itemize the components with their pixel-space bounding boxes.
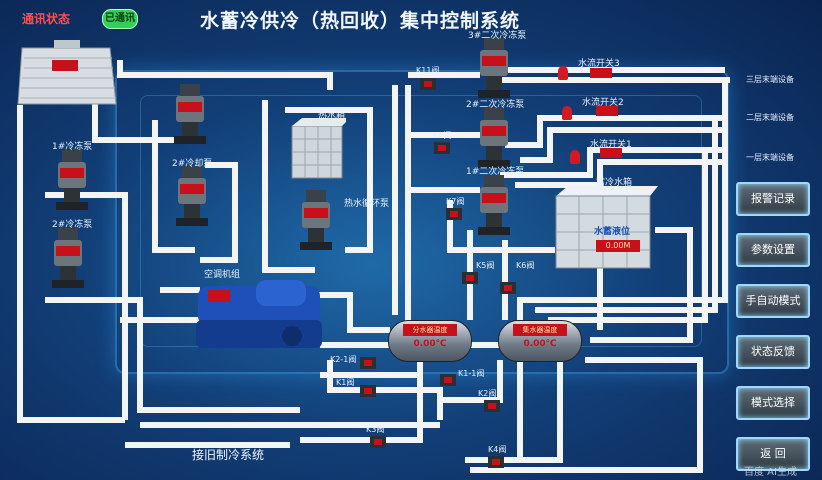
valve-k1-icon[interactable]	[360, 385, 376, 397]
valve-k2-1-icon[interactable]	[360, 357, 376, 369]
return-manifold: 集水器温度 0.00℃	[498, 320, 582, 362]
terminal-floor-1: 一层末端设备	[746, 153, 794, 162]
page-title: 水蓄冷供冷（热回收）集中控制系统	[200, 10, 521, 32]
pipe-bottom-right	[470, 357, 703, 473]
valve-k1-1-icon[interactable]	[440, 374, 456, 386]
valve-k6-icon[interactable]	[500, 282, 516, 294]
status-feedback-button[interactable]: 状态反馈	[736, 335, 810, 369]
flow-switch-2-icon	[562, 106, 572, 120]
valve-k2-icon[interactable]	[484, 400, 500, 412]
comm-status-label: 通讯状态	[22, 12, 71, 26]
flow-switch-1-label: 水流开关1	[590, 140, 632, 150]
back-button[interactable]: 返 回	[736, 437, 810, 471]
pipe-return-1	[517, 80, 728, 460]
pipe-tower-to-pump	[92, 95, 175, 143]
pipe-hot-loop	[285, 107, 373, 253]
valve-k3-icon[interactable]	[370, 436, 386, 448]
pipe-floor-1-b	[515, 159, 728, 188]
flow-switch-1-icon	[570, 150, 580, 164]
pipe-k2	[440, 360, 503, 403]
pipe-k3-2	[300, 360, 423, 443]
pipe-return-2	[535, 118, 718, 313]
cooling-tower-icon	[17, 40, 117, 105]
pipe-hot-tank	[262, 100, 315, 273]
pipe-tower-left	[17, 105, 125, 423]
pump-sec-1-icon	[478, 175, 510, 235]
valve-k7-icon[interactable]	[446, 208, 462, 220]
supply-manifold-temp: 0.00℃	[413, 339, 447, 349]
valve-k2-label: K2阀	[478, 389, 497, 398]
pipe-floor-2-b	[520, 127, 728, 163]
pipe-floor-2	[505, 115, 728, 148]
chiller-unit-label: 空调机组	[204, 270, 241, 280]
pump-hot-loop-label: 热水循环泵	[344, 199, 390, 209]
mode-select-button[interactable]: 模式选择	[736, 386, 810, 420]
pump-hot-loop-icon	[300, 190, 332, 250]
valve-k11-icon[interactable]	[420, 78, 436, 90]
valve-k3-label: K3阀	[366, 425, 385, 434]
return-manifold-label: 集水器温度	[513, 324, 567, 336]
valve-k4-icon[interactable]	[488, 456, 504, 468]
supply-manifold: 分水器温度 0.00℃	[388, 320, 472, 362]
pump-1-cooling-icon	[56, 150, 88, 210]
flow-switch-3-label: 水流开关3	[578, 59, 620, 69]
pump-1-cooling-label: 1#冷冻泵	[52, 142, 93, 152]
water-level-value: 0.00M	[596, 240, 640, 252]
supply-manifold-label: 分水器温度	[403, 324, 457, 336]
pipe-tank-right	[590, 227, 693, 343]
pipe-left-bus-2	[45, 297, 300, 413]
hot-water-tank-icon	[291, 118, 346, 179]
pump-2-cooling-label: 2#冷冻泵	[52, 220, 93, 230]
comm-status-badge: 已通讯	[102, 9, 138, 29]
flow-switch-2-display	[596, 106, 618, 116]
pipe-tower-top	[117, 60, 333, 90]
hot-water-tank-label: 热水箱	[318, 111, 346, 121]
alarm-record-button[interactable]: 报警记录	[736, 182, 810, 216]
valve-k9-label: K9阀	[433, 131, 452, 140]
valve-k6-label: K6阀	[516, 261, 535, 270]
pump-top-icon	[174, 84, 206, 144]
valve-k1-label: K1阀	[336, 378, 355, 387]
valve-k7-label: K7阀	[446, 197, 465, 206]
terminal-floor-3: 三层末端设备	[746, 75, 794, 84]
watermark: 百度 AI生成	[744, 467, 797, 478]
pump-sec-3-label: 3#二次冷冻泵	[468, 31, 527, 41]
pipe-lower-bus	[327, 360, 443, 420]
pump-sec-2-icon	[478, 108, 510, 168]
pipe-cooling-pump	[200, 162, 238, 263]
valve-k5-icon[interactable]	[462, 272, 478, 284]
valve-k11-label: K11阀	[416, 66, 440, 75]
valve-k1-1-label: K1-1阀	[458, 369, 485, 378]
flow-switch-3-icon	[558, 66, 568, 80]
pipe-chiller-right	[310, 292, 390, 333]
pipe-pump-column	[152, 120, 195, 253]
pump-2-cooling-water-icon	[176, 166, 208, 226]
chiller-unit-icon	[196, 280, 322, 348]
manual-auto-mode-button[interactable]: 手自动模式	[736, 284, 810, 318]
pump-2-cooling-water-label: 2#冷却泵	[172, 159, 213, 169]
pipe-floor-1	[500, 147, 728, 178]
flow-switch-1-display	[600, 148, 622, 158]
param-settings-button[interactable]: 参数设置	[736, 233, 810, 267]
pump-sec-1-label: 1#二次冷冻泵	[466, 167, 525, 177]
pump-2-cooling-icon	[52, 228, 84, 288]
flow-switch-3-display	[590, 68, 612, 78]
valve-k5-label: K5阀	[476, 261, 495, 270]
pump-sec-3-icon	[478, 38, 510, 98]
flow-switch-2-label: 水流开关2	[582, 98, 624, 108]
valve-k9-icon[interactable]	[434, 142, 450, 154]
water-level-label: 水蓄液位	[594, 227, 631, 237]
terminal-floor-2: 二层末端设备	[746, 113, 794, 122]
storage-tank-label: 蓄冷水箱	[596, 178, 633, 188]
valve-k2-1-label: K2-1阀	[330, 355, 357, 364]
pump-sec-2-label: 2#二次冷冻泵	[466, 100, 525, 110]
return-manifold-temp: 0.00℃	[523, 339, 557, 349]
valve-k4-label: K4阀	[488, 445, 507, 454]
old-system-label: 接旧制冷系统	[192, 448, 265, 462]
